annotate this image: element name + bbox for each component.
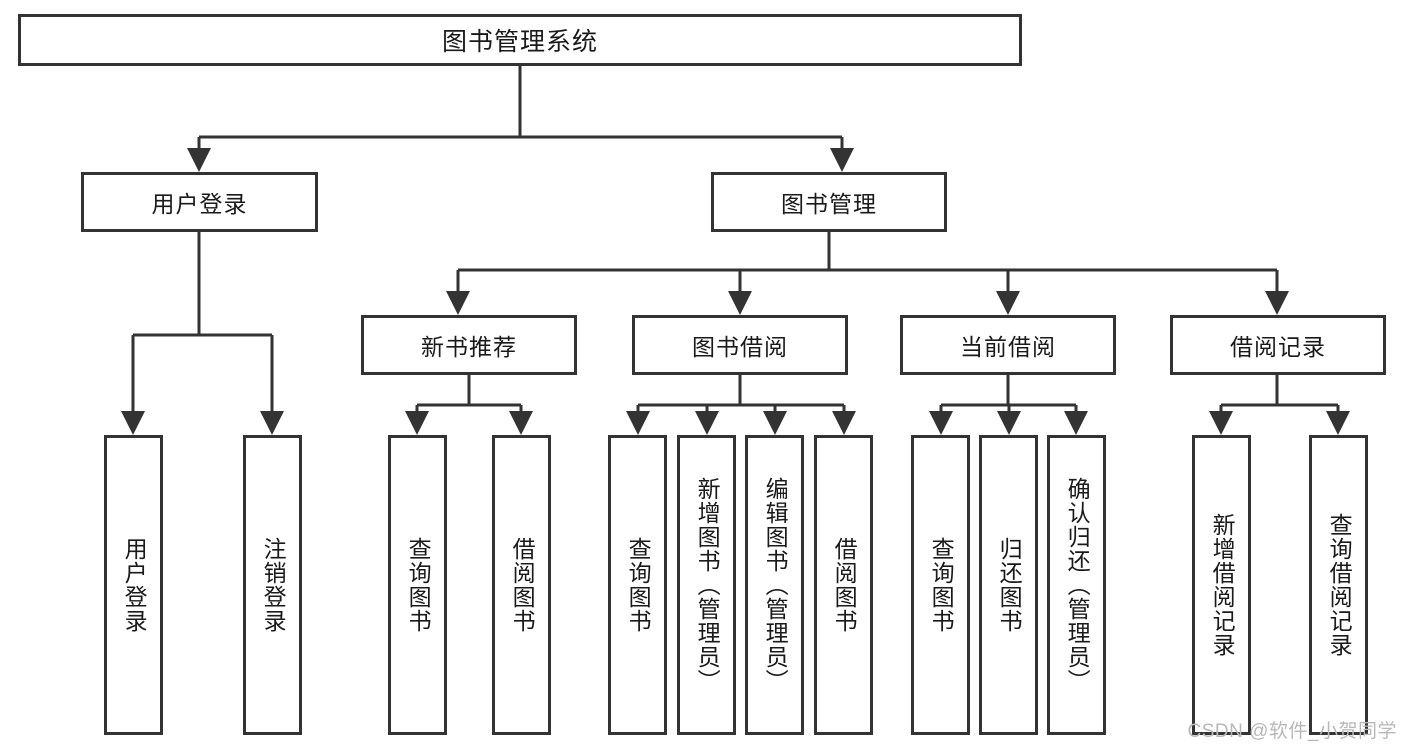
node-leaf-edit-book-admin[interactable]: 编辑图书（管理员） xyxy=(745,435,804,735)
node-leaf-label: 借阅图书 xyxy=(509,537,536,633)
node-leaf-label: 新增借阅记录 xyxy=(1209,513,1236,657)
node-root-system[interactable]: 图书管理系统 xyxy=(18,14,1022,66)
node-book-borrow[interactable]: 图书借阅 xyxy=(632,315,848,375)
node-leaf-add-book-admin[interactable]: 新增图书（管理员） xyxy=(677,435,736,735)
node-leaf-label: 注销登录 xyxy=(260,537,287,633)
node-borrow-record[interactable]: 借阅记录 xyxy=(1170,315,1386,375)
node-leaf-borrow-book-recommend[interactable]: 借阅图书 xyxy=(492,435,551,735)
node-leaf-label: 新增图书（管理员） xyxy=(694,477,721,693)
node-leaf-query-book-borrow[interactable]: 查询图书 xyxy=(608,435,667,735)
node-leaf-confirm-return-admin[interactable]: 确认归还（管理员） xyxy=(1047,435,1106,735)
node-book-manage[interactable]: 图书管理 xyxy=(711,172,947,232)
node-leaf-user-login[interactable]: 用户登录 xyxy=(104,435,163,735)
node-new-book-recommend[interactable]: 新书推荐 xyxy=(361,315,577,375)
node-leaf-label: 归还图书 xyxy=(996,537,1023,633)
node-leaf-query-borrow-record[interactable]: 查询借阅记录 xyxy=(1309,435,1368,735)
node-leaf-query-book-current[interactable]: 查询图书 xyxy=(911,435,970,735)
node-leaf-label: 确认归还（管理员） xyxy=(1064,477,1091,693)
node-leaf-label: 编辑图书（管理员） xyxy=(762,477,789,693)
node-leaf-label: 查询借阅记录 xyxy=(1326,513,1353,657)
node-leaf-label: 查询图书 xyxy=(405,537,432,633)
watermark-text: CSDN @软件_小贺同学 xyxy=(1187,721,1397,742)
node-leaf-label: 查询图书 xyxy=(928,537,955,633)
node-leaf-query-book-recommend[interactable]: 查询图书 xyxy=(388,435,447,735)
node-leaf-label: 用户登录 xyxy=(121,537,148,633)
node-leaf-label: 查询图书 xyxy=(625,537,652,633)
node-user-login[interactable]: 用户登录 xyxy=(81,172,318,232)
node-leaf-logout[interactable]: 注销登录 xyxy=(243,435,302,735)
node-leaf-label: 借阅图书 xyxy=(831,537,858,633)
node-current-borrow[interactable]: 当前借阅 xyxy=(900,315,1116,375)
node-leaf-add-borrow-record[interactable]: 新增借阅记录 xyxy=(1192,435,1251,735)
node-leaf-borrow-book[interactable]: 借阅图书 xyxy=(814,435,873,735)
node-leaf-return-book[interactable]: 归还图书 xyxy=(979,435,1038,735)
